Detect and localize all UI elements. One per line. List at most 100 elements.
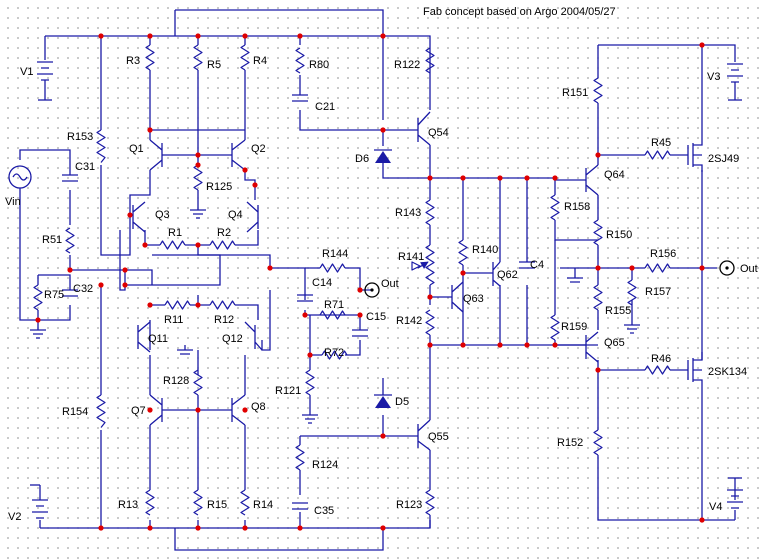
resistor-R4	[240, 44, 250, 71]
label-V3: V3	[707, 71, 720, 83]
label-R156: R156	[650, 248, 676, 260]
label-R128: R128	[163, 375, 189, 387]
transistor-Q64	[555, 164, 599, 196]
transistor-Q3	[132, 201, 146, 233]
label-R46: R46	[651, 353, 671, 365]
label-R158: R158	[564, 201, 590, 213]
resistor-R45	[644, 150, 671, 160]
label-R11: R11	[164, 314, 183, 326]
resistor-R155	[593, 284, 603, 311]
ground-icon	[30, 329, 46, 339]
label-Q3: Q3	[155, 209, 170, 221]
resistor-R123	[425, 489, 435, 516]
label-Q11: Q11	[148, 333, 168, 345]
label-C15: C15	[366, 311, 386, 323]
label-R13: R13	[118, 499, 138, 511]
resistor-R5	[193, 44, 203, 71]
label-R150: R150	[606, 229, 632, 241]
label-V1: V1	[20, 66, 33, 78]
resistor-R1	[159, 240, 186, 250]
label-Vin: Vin	[5, 196, 21, 208]
mosfet-2SJ49	[687, 130, 703, 172]
batteries	[30, 61, 743, 519]
label-R151: R151	[562, 87, 588, 99]
label-R15: R15	[207, 499, 227, 511]
resistor-R159	[550, 314, 560, 341]
resistor-R158	[550, 194, 560, 221]
capacitors	[62, 94, 535, 510]
label-Q2: Q2	[251, 143, 266, 155]
transistor-Q62	[492, 261, 501, 287]
pot-wiper	[411, 261, 421, 271]
resistor-R152	[593, 429, 603, 456]
transistor-Q7	[149, 394, 163, 426]
resistor-R154	[96, 394, 106, 428]
label-R142: R142	[396, 315, 422, 327]
label-R152: R152	[557, 437, 583, 449]
label-Q62: Q62	[497, 269, 518, 281]
resistors	[33, 44, 671, 516]
resistor-R140	[458, 239, 468, 266]
label-R124: R124	[312, 459, 338, 471]
resistor-R3	[145, 44, 155, 71]
resistor-R75	[33, 284, 43, 311]
ground-icon	[624, 324, 640, 334]
label-Q12: Q12	[222, 333, 243, 345]
label-R71: R71	[324, 299, 344, 311]
resistor-R153	[96, 129, 106, 163]
transistor-Q65	[555, 331, 599, 363]
transistor-Q4	[246, 201, 259, 233]
resistor-R157	[627, 279, 637, 306]
label-R123: R123	[396, 499, 422, 511]
junctions	[35, 33, 705, 531]
label-C4: C4	[530, 259, 544, 271]
resistor-R51	[65, 227, 75, 254]
resistor-R121	[305, 369, 315, 396]
label-Q8: Q8	[251, 401, 266, 413]
mosfet-2SK134	[687, 352, 703, 390]
transistor-Q54	[417, 111, 431, 146]
label-R153: R153	[67, 131, 93, 143]
resistor-R150	[593, 219, 603, 246]
label-R154: R154	[62, 406, 88, 418]
label-R80: R80	[309, 59, 329, 71]
transistor-Q2	[231, 139, 246, 171]
label-Q7: Q7	[131, 405, 146, 417]
label-R4: R4	[253, 55, 267, 67]
label-V2: V2	[8, 511, 21, 523]
label-R1: R1	[168, 227, 182, 239]
label-R2: R2	[217, 227, 231, 239]
resistor-R46	[644, 365, 671, 375]
label-R45: R45	[651, 137, 671, 149]
transistor-Q63	[451, 281, 464, 313]
label-R141: R141	[398, 251, 424, 263]
label-R143: R143	[395, 207, 421, 219]
capacitor-C35	[292, 502, 308, 510]
label-R121: R121	[275, 385, 301, 397]
battery-V2	[30, 484, 48, 519]
resistor-R71	[319, 310, 346, 320]
capacitor-C31	[62, 174, 78, 182]
label-V4: V4	[709, 501, 722, 513]
label-out-1: Out	[381, 278, 399, 290]
label-R14: R14	[253, 499, 273, 511]
label-C31: C31	[75, 161, 95, 173]
resistor-R144	[319, 263, 346, 273]
transistor-Q12	[244, 321, 263, 351]
resistor-R11	[164, 300, 191, 310]
wires	[19, 9, 736, 551]
component-labels: V1 V2 V3 V4 Vin Out Out R3 R5 R4 R80 C21…	[5, 55, 758, 523]
label-R3: R3	[126, 55, 140, 67]
resistor-R72	[321, 350, 348, 360]
resistor-R124	[295, 444, 305, 471]
label-Q4: Q4	[228, 209, 243, 221]
resistor-R13	[145, 489, 155, 516]
ground-icon	[302, 414, 318, 424]
label-D5: D5	[395, 396, 409, 408]
label-Q65: Q65	[604, 337, 625, 349]
capacitor-C21	[292, 94, 308, 102]
battery-V4	[727, 477, 743, 509]
transistor-Q11	[137, 321, 151, 353]
